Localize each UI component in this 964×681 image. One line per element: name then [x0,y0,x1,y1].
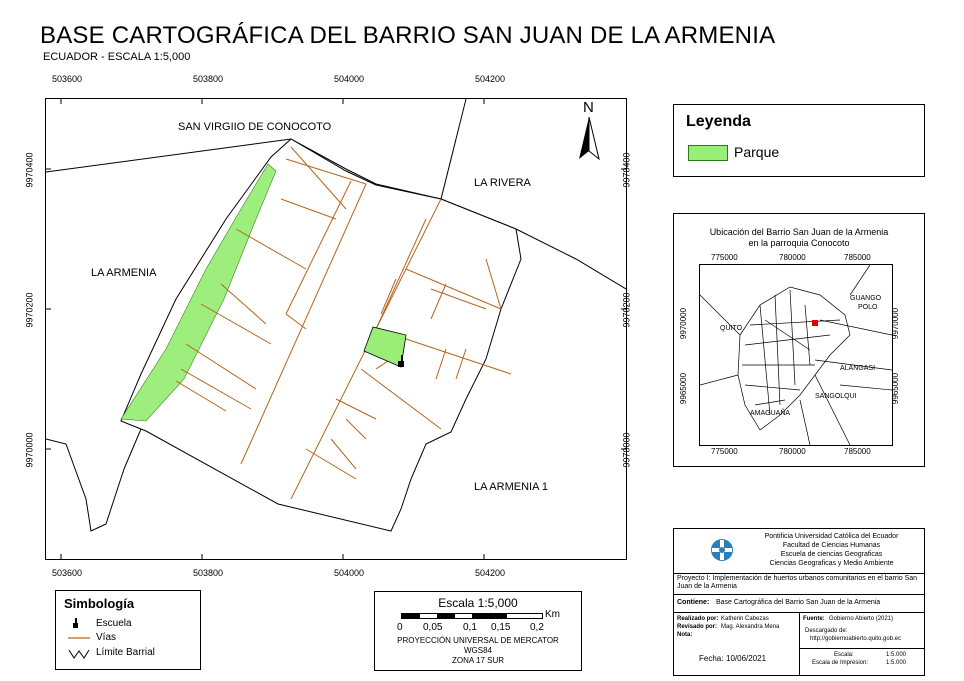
reviewed-by-label: Revisado por: [677,624,718,630]
y-tick-left: 9970000 [24,432,35,468]
projection-text: PROYECCIÓN UNIVERSAL DE MERCATOR [397,636,559,645]
contains-value: Base Cartográfica del Barrio San Juan de… [716,599,881,606]
loc-y-tick: 9970000 [679,307,689,340]
loc-x-tick: 785000 [844,253,871,262]
print-scale-value: 1:5.000 [886,660,907,666]
symbology-school-label: Escuela [96,618,132,629]
scale-bar [401,613,543,619]
download-value: http://gobiernoabierto.quito.gob.ec [810,636,902,642]
institution-line: Facultad de Ciencias Humanas [782,542,881,549]
institution-line: Pontificia Universidad Católica del Ecua… [764,533,899,540]
symbology-boundary-label: Límite Barrial [96,647,155,658]
park-swatch [688,145,728,161]
place-la-armenia-1: LA ARMENIA 1 [474,481,548,493]
note-label: Nota: [677,632,693,638]
north-label: N [583,99,594,116]
park-strip [120,163,277,422]
legend-title: Leyenda [686,113,751,130]
date-label: Fecha: [699,654,724,663]
institution-block: Pontificia Universidad Católica del Ecua… [674,529,924,574]
symbology-panel: Simbología Escuela Vías Límite Barrial [55,590,201,670]
project-text: Proyecto I: Implementación de huertos ur… [677,575,918,590]
scale-title: Escala 1:5,000 [438,596,518,610]
datum-text: WGS84 [463,646,492,655]
contains-label: Contiene: [677,599,710,606]
reviewed-by-value: Mag. Alexandra Mena [721,624,780,630]
loc-x-tick: 780000 [779,447,806,456]
source-label: Fuente: [803,616,825,622]
main-map[interactable]: N SAN VIRGIIO DE CONOCOTO LA RIVERA LA A… [45,98,627,560]
loc-polo: POLO [858,304,878,311]
scale-label: Escala: [834,652,854,658]
university-logo-icon [711,539,733,561]
roads [175,146,512,500]
x-tick-bottom: 503800 [193,568,224,578]
loc-alangasi: ALANGASI [840,365,876,372]
symbology-title: Simbología [64,596,135,611]
scale-panel: Escala 1:5,000 Km 0 0,05 0,1 0,15 0,2 PR… [374,591,582,671]
location-marker [812,320,818,326]
scale-label: 0 [397,622,403,633]
map-tick-marks [46,99,626,559]
school-marker [398,355,404,367]
location-title-2: en la parroquia Conocoto [748,238,850,248]
loc-x-tick: 775000 [711,447,738,456]
loc-sangolqui: SANGOLQUI [815,393,857,400]
scale-unit: Km [545,609,560,620]
made-by-label: Realizado por: [677,616,719,622]
legend-park-label: Parque [734,144,780,160]
school-icon [73,618,78,628]
neighborhood-boundary [120,138,522,532]
x-tick-top: 504000 [334,74,365,84]
place-la-armenia: LA ARMENIA [91,267,157,279]
x-tick-top: 504200 [475,74,506,84]
scale-label: 0,15 [491,622,511,633]
x-tick-bottom: 503600 [52,568,83,578]
location-map-panel: Ubicación del Barrio San Juan de la Arme… [673,213,925,467]
location-map-frame[interactable]: QUITO GUANGO POLO ALANGASI SANGOLQUI AMA… [699,264,893,446]
info-panel: Pontificia Universidad Católica del Ecua… [673,528,925,676]
zone-text: ZONA 17 SUR [451,656,504,665]
print-scale-label: Escala de Impresion: [812,660,869,666]
made-by-value: Katherin Cabezas [721,616,769,622]
loc-x-tick: 785000 [844,447,871,456]
scale-value: 1:5.000 [886,652,907,658]
place-san-virgilio: SAN VIRGIIO DE CONOCOTO [178,121,332,133]
source-value: Gobierno Abierto (2021) [829,616,894,622]
scale-label: 0,2 [530,622,544,633]
north-arrow-icon [579,116,600,161]
legend-panel: Leyenda Parque [673,104,925,177]
loc-amaguana: AMAGUAÑA [750,410,791,417]
map-subtitle: ECUADOR - ESCALA 1:5,000 [43,51,191,63]
institution-line: Escuela de ciencias Geograficas [780,551,883,558]
location-map-canvas [700,265,892,445]
x-tick-bottom: 504200 [475,568,506,578]
main-map-canvas [46,99,626,559]
place-la-rivera: LA RIVERA [474,177,531,189]
road-line-icon [68,637,90,639]
x-tick-top: 503600 [52,74,83,84]
location-title-1: Ubicación del Barrio San Juan de la Arme… [709,227,889,237]
x-tick-top: 503800 [193,74,224,84]
y-tick-left: 9970200 [24,292,35,328]
symbology-roads-label: Vías [96,632,117,643]
institution-line: Ciencias Geograficas y Medio Ambiente [769,560,894,567]
x-tick-bottom: 504000 [334,568,365,578]
loc-guango: GUANGO [850,295,882,302]
scale-label: 0,05 [423,622,443,633]
loc-x-tick: 780000 [779,253,806,262]
loc-y-tick: 9965000 [679,372,689,405]
map-title: BASE CARTOGRÁFICA DEL BARRIO SAN JUAN DE… [40,22,776,49]
y-tick-left: 9970400 [24,152,35,188]
loc-quito: QUITO [720,325,743,332]
loc-x-tick: 775000 [711,253,738,262]
download-label: Descargado de: [805,628,848,634]
date-value: 10/06/2021 [726,654,767,663]
scale-label: 0,1 [463,622,477,633]
boundary-icon [68,649,90,659]
